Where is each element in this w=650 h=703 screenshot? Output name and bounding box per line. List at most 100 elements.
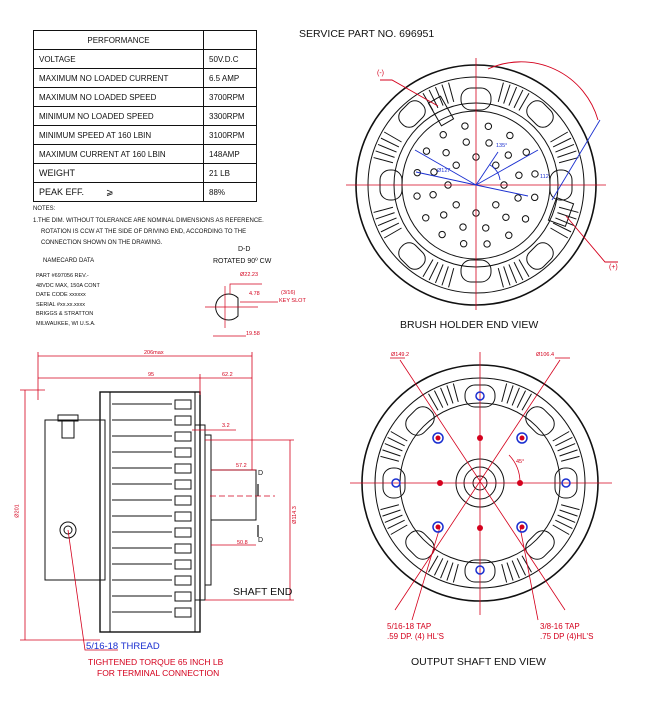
row-value: 3100RPM [203, 125, 257, 145]
side-fin [174, 591, 192, 602]
row-value: 88% [203, 182, 257, 202]
vent-hole [502, 213, 510, 221]
dim-50-8: 50.8 [237, 540, 248, 546]
cooling-fin [511, 387, 520, 406]
torque-label-1: TIGHTENED TORQUE 65 INCH LB [88, 657, 224, 667]
row-value: 6.5 AMP [203, 68, 257, 88]
cooling-fin [448, 267, 455, 288]
vent-hole [521, 215, 530, 223]
key-slot-label: KEY SLOT [279, 298, 306, 304]
cooling-fin [384, 443, 403, 452]
vent-hole [440, 211, 448, 219]
service-part-number: SERVICE PART NO. 696951 [299, 28, 435, 40]
side-fin [174, 463, 192, 474]
side-fin [174, 495, 192, 506]
cooling-fin [506, 385, 514, 404]
dim-key-width: 19.58 [246, 331, 260, 337]
namecard-line: BRIGGS & STRATTON [36, 311, 94, 318]
cooling-fin [441, 84, 449, 104]
cooling-fin [377, 217, 397, 227]
vent-hole [422, 147, 431, 155]
cooling-fin [521, 393, 532, 411]
vent-hole [452, 201, 460, 209]
cooling-fin [428, 261, 439, 281]
cooling-fin [382, 509, 401, 517]
dim-57-2: 57.2 [236, 463, 247, 469]
cooling-fin [380, 222, 400, 233]
cooling-fin [555, 519, 573, 530]
dim-201-diameter: Ø201 [14, 504, 21, 518]
cooling-fin [552, 524, 570, 535]
side-fin [174, 479, 192, 490]
cooling-fin [440, 560, 449, 579]
performance-header: PERFORMANCE [33, 30, 204, 50]
key-size: (3/16) [281, 290, 296, 296]
vent-hole [438, 230, 446, 239]
vent-hole [442, 149, 450, 157]
cooling-fin [552, 431, 570, 442]
namecard-line: 48VDC MAX, 150A CONT [36, 282, 100, 289]
vent-hole [522, 148, 530, 156]
namecard-block: PART #697056 REV.- 48VDC MAX, 150A CONT … [36, 272, 100, 330]
row-label: WEIGHT [33, 163, 204, 183]
cooling-fin [428, 555, 439, 573]
namecard-line: SERIAL #xx.xx.xxxx [36, 301, 86, 308]
dim-114-diameter: Ø114.3 [291, 506, 298, 524]
cooling-fin [516, 390, 527, 408]
section-dd-rotation: ROTATED 90º CW [213, 258, 272, 265]
cooling-fin [380, 455, 399, 462]
cooling-fin [380, 504, 399, 511]
side-fin [174, 415, 192, 426]
table-header-row: PERFORMANCE [33, 30, 257, 50]
cooling-fin [434, 264, 444, 284]
section-dd-label: D-D [238, 246, 251, 253]
vent-hole [452, 161, 460, 169]
cooling-fin [557, 150, 577, 158]
cooling-fin [380, 137, 400, 148]
vent-hole [531, 193, 539, 202]
cooling-fin [373, 157, 394, 164]
section-d-mark-top: D [258, 470, 264, 477]
cooling-fin [508, 264, 518, 284]
row-label: MAXIMUM NO LOADED CURRENT [33, 68, 204, 88]
cooling-fin [446, 385, 454, 404]
side-fin [174, 543, 192, 554]
row-value: 21 LB [203, 163, 257, 183]
cooling-fin [550, 227, 569, 239]
cooling-fin [558, 157, 579, 164]
cooling-fin [452, 564, 459, 583]
brush-blue-dimensions [414, 119, 601, 201]
side-fin [174, 527, 192, 538]
cooling-fin [452, 383, 459, 402]
positive-terminal-label: (+) [609, 264, 618, 271]
vent-hole [514, 194, 522, 202]
cooling-fin [518, 92, 530, 111]
output-view-title: OUTPUT SHAFT END VIEW [411, 656, 546, 668]
cooling-fin [513, 261, 524, 281]
row-value: 3300RPM [203, 106, 257, 126]
namecard-line: DATE CODE xxxxxx [36, 292, 86, 299]
cooling-fin [387, 436, 405, 447]
angle-45-label: 45° [516, 459, 525, 465]
side-fin [174, 575, 192, 586]
cooling-fin [561, 455, 580, 462]
dim-overall-length: 206max [144, 350, 164, 356]
cooling-fin [390, 431, 408, 442]
row-label: MINIMUM NO LOADED SPEED [33, 106, 204, 126]
namecard-line: MILWAUKEE, WI U.S.A. [36, 320, 96, 327]
section-dd [205, 283, 278, 337]
output-tap-holes [391, 391, 571, 575]
vent-hole [492, 201, 500, 209]
greater-equal-symbol: ⩾ [106, 186, 114, 197]
cooling-fin [433, 558, 444, 576]
cooling-fin [518, 259, 530, 278]
cooling-fin [513, 89, 524, 109]
side-fin [174, 559, 192, 570]
cooling-fin [555, 217, 575, 227]
namecard-heading: NAMECARD DATA [43, 258, 95, 264]
side-fin [174, 447, 192, 458]
dim-106-diameter: Ø106.4 [536, 352, 555, 358]
cooling-fin [384, 514, 403, 523]
